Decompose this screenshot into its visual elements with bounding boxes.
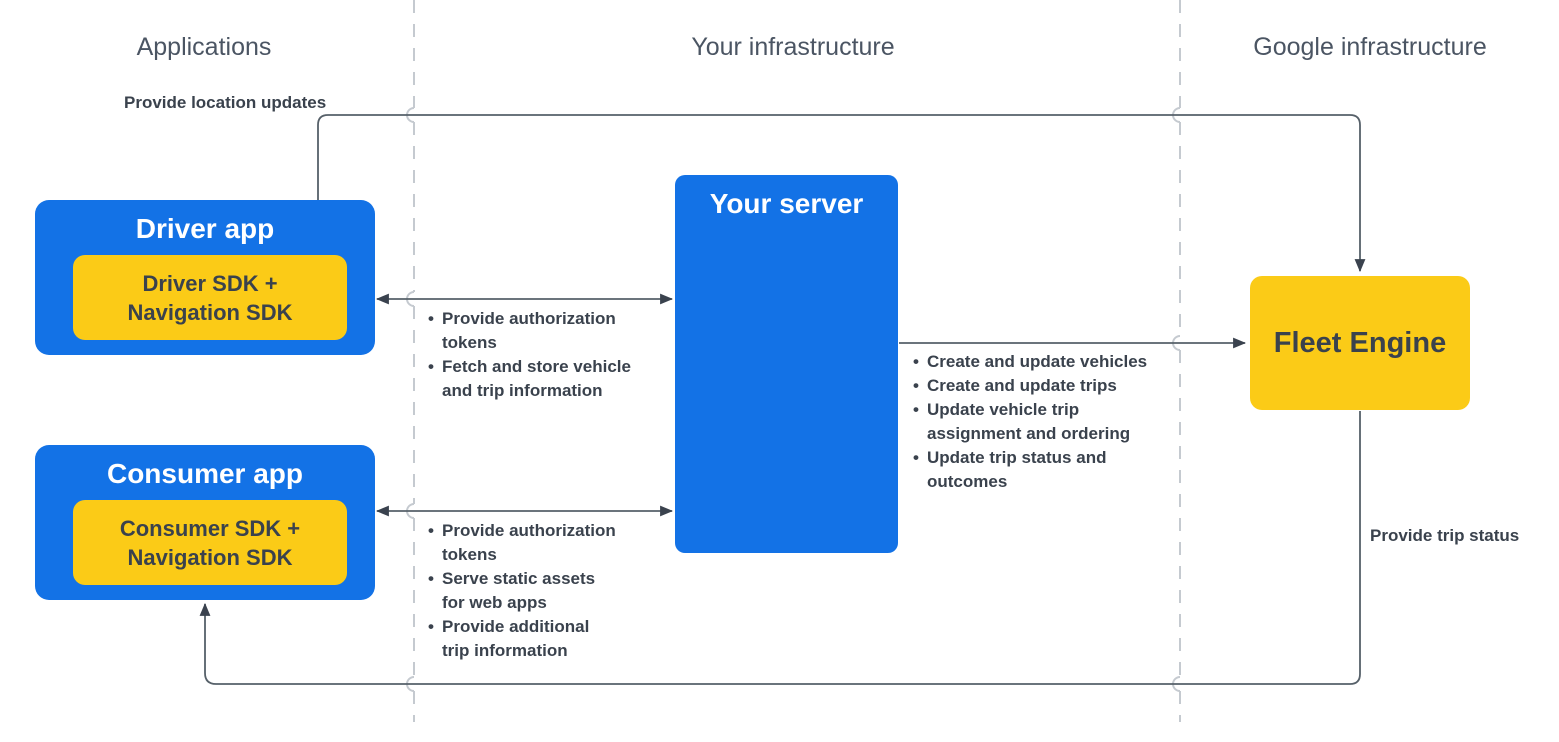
- bullet-item: Fetch and store vehicle and trip informa…: [428, 355, 642, 403]
- bullet-item: Serve static assets for web apps: [428, 567, 619, 615]
- fleet-engine-node: Fleet Engine: [1250, 276, 1470, 410]
- bullet-item: Update vehicle trip assignment and order…: [913, 398, 1162, 446]
- bullet-item: Create and update trips: [913, 374, 1162, 398]
- bullet-item: Update trip status and outcomes: [913, 446, 1162, 494]
- column-header-applications: Applications: [136, 33, 272, 61]
- column-header-your-infrastructure: Your infrastructure: [691, 33, 895, 61]
- label-provide-location-updates: Provide location updates: [124, 93, 327, 112]
- driver-app-node: Driver app Driver SDK + Navigation SDK: [35, 200, 375, 355]
- driver-sdk-node: Driver SDK + Navigation SDK: [73, 255, 347, 340]
- your-server-title: Your server: [709, 188, 864, 219]
- driver-app-title: Driver app: [135, 213, 275, 244]
- column-header-google-infrastructure: Google infrastructure: [1253, 33, 1487, 61]
- consumer-sdk-node: Consumer SDK + Navigation SDK: [73, 500, 347, 585]
- bullet-list-consumer-server: Provide authorization tokensServe static…: [428, 519, 619, 663]
- divider-applications-infrastructure: [406, 0, 415, 722]
- bullet-item: Create and update vehicles: [913, 350, 1162, 374]
- label-provide-trip-status: Provide trip status: [1370, 526, 1520, 545]
- bullet-item: Provide authorization tokens: [428, 307, 642, 355]
- bullet-item: Provide additional trip information: [428, 615, 619, 663]
- bullet-list-server-fleet: Create and update vehiclesCreate and upd…: [913, 350, 1162, 494]
- consumer-sdk-label: Consumer SDK + Navigation SDK: [119, 515, 301, 570]
- consumer-app-node: Consumer app Consumer SDK + Navigation S…: [35, 445, 375, 600]
- consumer-app-title: Consumer app: [106, 458, 304, 489]
- divider-infrastructure-google: [1172, 0, 1181, 722]
- bullet-item: Provide authorization tokens: [428, 519, 619, 567]
- driver-sdk-label: Driver SDK + Navigation SDK: [127, 270, 293, 325]
- your-server-node: Your server: [675, 175, 898, 553]
- bullet-list-driver-server: Provide authorization tokensFetch and st…: [428, 307, 642, 403]
